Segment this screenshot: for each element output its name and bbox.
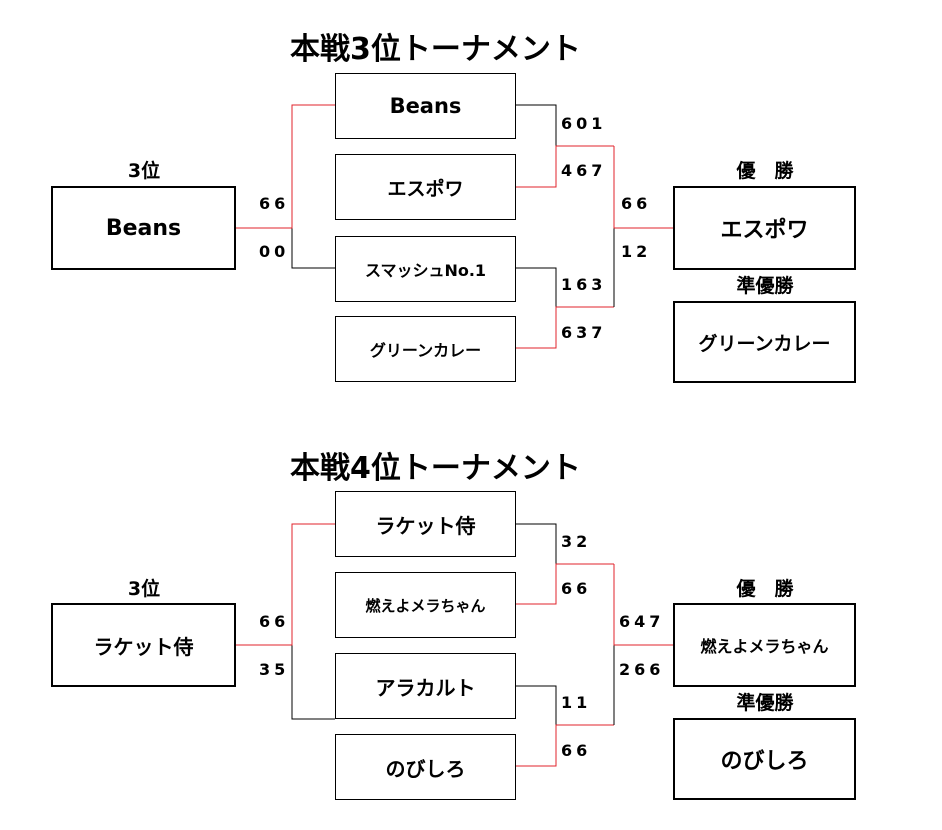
bracket-2-semi1-score-bottom: 66 [561, 579, 592, 598]
bracket-2-winner-box: 燃えよメラちゃん [673, 603, 856, 687]
bracket-2-final-score-bottom: 266 [619, 660, 665, 679]
bracket-2-third-score-top: 66 [259, 612, 290, 631]
bracket-2-title: 本戦4位トーナメント [290, 451, 581, 486]
bracket-2-runnerup-label: 準優勝 [736, 692, 794, 714]
semi1-loser-line [516, 523, 557, 604]
final-winner-line [613, 146, 673, 229]
bracket-2-third-box: ラケット侍 [51, 603, 236, 687]
bracket-2-runnerup-box: のびしろ [673, 718, 856, 800]
bracket-1-team-1: Beans [335, 73, 516, 139]
bracket-2-semi1-score-top: 32 [561, 532, 592, 551]
third-loser-line [291, 228, 335, 269]
bracket-2-team-1: ラケット侍 [335, 491, 516, 557]
bracket-2-team-4: のびしろ [335, 734, 516, 800]
semi1-loser-line [516, 104, 557, 187]
bracket-1-team-2: エスポワ [335, 154, 516, 220]
semi2-winner-line [516, 724, 614, 767]
bracket-1-final-score-top: 66 [621, 194, 652, 213]
semi2-loser-line [516, 685, 557, 766]
bracket-1-title: 本戦3位トーナメント [290, 32, 581, 67]
bracket-1-semi1-score-bottom: 467 [561, 161, 607, 180]
bracket-1-winner-box: エスポワ [673, 186, 856, 270]
bracket-2-winner-label: 優 勝 [736, 578, 794, 600]
semi2-winner-line [516, 306, 614, 349]
bracket-2-third-label: 3位 [127, 578, 161, 600]
bracket-2-lines [235, 523, 673, 767]
bracket-1-semi2-score-bottom: 637 [561, 323, 607, 342]
final-winner-line [613, 564, 673, 646]
third-winner-line [235, 523, 335, 646]
bracket-1-runnerup-label: 準優勝 [736, 275, 794, 297]
bracket-1-third-score-bottom: 00 [259, 242, 290, 261]
third-winner-line [235, 104, 335, 229]
bracket-1-team-4: グリーンカレー [335, 316, 516, 382]
bracket-1-semi2-score-top: 163 [561, 275, 607, 294]
bracket-1-semi1-score-top: 601 [561, 114, 607, 133]
bracket-1-runnerup-box: グリーンカレー [673, 301, 856, 383]
bracket-1-third-label: 3位 [127, 160, 161, 182]
bracket-1-team-3: スマッシュNo.1 [335, 236, 516, 302]
semi1-winner-line [516, 145, 614, 188]
bracket-2-third-score-bottom: 35 [259, 660, 290, 679]
bracket-1-third-score-top: 66 [259, 194, 290, 213]
bracket-2-semi2-score-bottom: 66 [561, 741, 592, 760]
bracket-2-team-2: 燃えよメラちゃん [335, 572, 516, 638]
bracket-1-third-box: Beans [51, 186, 236, 270]
bracket-2-team-3: アラカルト [335, 653, 516, 719]
bracket-2-semi2-score-top: 11 [561, 693, 592, 712]
third-loser-line [291, 645, 335, 720]
semi2-loser-line [516, 267, 557, 348]
bracket-1-winner-label: 優 勝 [736, 160, 794, 182]
bracket-1-final-score-bottom: 12 [621, 242, 652, 261]
bracket-2-final-score-top: 647 [619, 612, 665, 631]
semi1-winner-line [516, 563, 614, 605]
bracket-1-lines [235, 104, 673, 349]
